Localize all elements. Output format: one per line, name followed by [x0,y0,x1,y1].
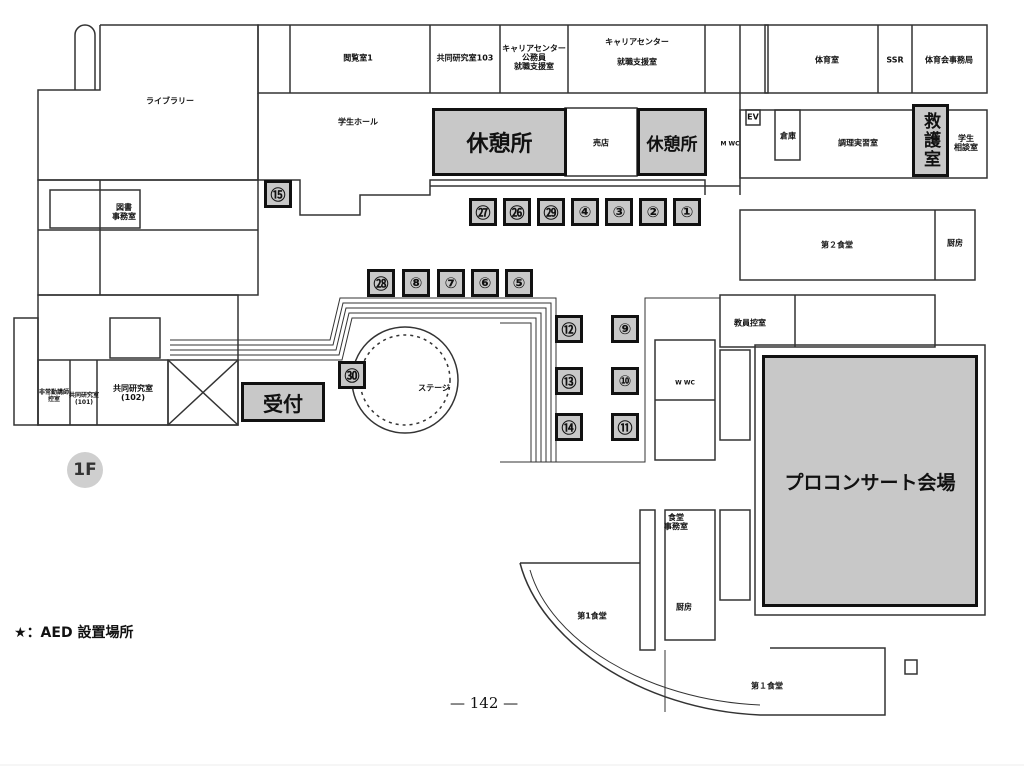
page-number: — 142 — [450,694,519,712]
room-stage: ステージ [418,383,450,393]
room-small-a: 非常勤講師 控室 [38,389,70,403]
booth-6: ⑥ [471,269,499,297]
room-kitchen-1: 厨房 [676,602,692,612]
room-wc-w: W WC [675,379,695,387]
room-reading: 閲覧室1 [343,53,373,63]
room-library-office: 図書 事務室 [112,202,136,221]
room-joint-research-103: 共同研究室103 [436,53,494,63]
booth-26: ㉖ [503,198,531,226]
booth-7: ⑦ [437,269,465,297]
booth-1: ① [673,198,701,226]
first-aid-room: 救護室 [912,104,949,177]
room-shop: 売店 [593,138,609,148]
room-joint-research-102: 共同研究室 (102) [113,383,153,402]
booth-13: ⑬ [555,367,583,395]
booth-11: ⑪ [611,413,639,441]
aed-legend-text: ：AED 設置場所 [26,625,134,641]
star-icon: ★ [14,625,27,641]
room-counseling: 学生 相談室 [954,133,978,152]
room-faculty-lounge: 教員控室 [734,318,766,328]
booth-14: ⑭ [555,413,583,441]
booth-10: ⑩ [611,367,639,395]
booth-5: ⑤ [505,269,533,297]
room-ev: EV [747,112,759,122]
booth-9: ⑨ [611,315,639,343]
concert-hall: プロコンサート会場 [762,355,978,607]
room-library: ライブラリー [146,96,194,106]
room-student-hall: 学生ホール [338,117,378,127]
room-cafeteria-1a: 第1食堂 [577,611,607,621]
room-gym: 体育室 [815,55,839,65]
booth-2: ② [639,198,667,226]
booth-27: ㉗ [469,198,497,226]
aed-legend: ★：AED 設置場所 [14,622,133,642]
room-kitchen-2: 厨房 [947,238,963,248]
rest-area-1: 休憩所 [432,108,567,176]
room-storage: 倉庫 [780,131,796,141]
booth-4: ④ [571,198,599,226]
room-career-center: キャリアセンター [605,37,669,47]
room-cooking: 調理実習室 [838,138,878,148]
room-career-support: 就職支援室 [617,57,657,67]
booth-8: ⑧ [402,269,430,297]
booth-3: ③ [605,198,633,226]
booth-29: ㉙ [537,198,565,226]
rest-area-2: 休憩所 [637,108,707,176]
room-cafeteria-office: 食堂 事務室 [664,512,688,531]
booth-28: ㉘ [367,269,395,297]
booth-30: ㉚ [338,361,366,389]
reception: 受付 [241,382,325,422]
floor-badge: 1F [67,452,103,488]
room-ssr: SSR [886,55,904,65]
room-wc-m: M WC [720,140,740,148]
booth-12: ⑫ [555,315,583,343]
room-cafeteria-2: 第２食堂 [821,240,853,250]
room-cafeteria-1b: 第１食堂 [751,681,783,691]
booth-15: ⑮ [264,180,292,208]
room-athletic-office: 体育会事務局 [925,55,973,65]
room-career-civil: キャリアセンター 公務員 就職支援室 [502,44,566,72]
room-small-b: 共同研究室 (101) [68,392,100,406]
